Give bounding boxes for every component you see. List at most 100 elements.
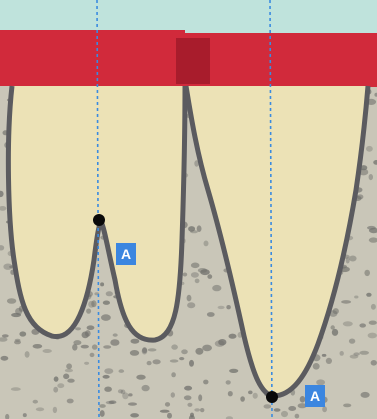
bone-speckle (253, 393, 258, 399)
bone-speckle (240, 396, 245, 402)
bone-speckle (11, 387, 21, 391)
bone-speckle (184, 386, 192, 391)
bone-speckle (203, 380, 208, 385)
bone-speckle (130, 413, 139, 417)
bone-speckle (207, 312, 215, 317)
bone-speckle (103, 375, 110, 379)
bone-speckle (84, 362, 89, 365)
bone-speckle (183, 273, 188, 277)
bone-speckle (119, 369, 125, 373)
bone-speckle (218, 339, 226, 345)
bone-speckle (106, 291, 113, 296)
label-badge-right-text: A (310, 388, 320, 404)
bone-speckle (202, 345, 212, 352)
bone-speckle (128, 393, 132, 396)
bone-speckle (53, 407, 57, 413)
bone-speckle (226, 380, 231, 384)
bone-speckle (15, 308, 22, 315)
bone-speckle (33, 400, 38, 404)
enamel-crown-right (183, 33, 377, 87)
bone-speckle (88, 301, 94, 308)
bone-speckle (7, 298, 16, 304)
bone-speckle (99, 404, 106, 408)
bone-speckle (130, 350, 139, 356)
bone-speckle (65, 369, 73, 373)
bone-speckle (147, 361, 152, 365)
bone-speckle (189, 360, 194, 367)
bone-speckle (148, 348, 157, 351)
bone-speckle (300, 396, 306, 403)
bone-speckle (82, 332, 89, 339)
bone-speckle (187, 403, 192, 407)
bone-speckle (248, 391, 253, 395)
bone-speckle (371, 304, 376, 310)
bone-speckle (313, 363, 320, 370)
bone-speckle (228, 391, 233, 396)
bone-speckle (121, 390, 126, 395)
bone-speckle (274, 408, 281, 411)
bone-speckle (43, 349, 52, 353)
bone-speckle (103, 301, 110, 305)
bone-speckle (288, 406, 296, 411)
bone-speckle (142, 348, 148, 355)
bone-speckle (86, 309, 91, 314)
bone-speckle (346, 257, 350, 263)
bone-speckle (113, 333, 118, 336)
bone-speckle (128, 402, 137, 405)
bone-speckle (359, 323, 366, 327)
bone-speckle (184, 395, 192, 400)
bone-speckle (171, 372, 176, 377)
bone-speckle (369, 321, 377, 325)
bone-speckle (67, 399, 74, 404)
bone-speckle (367, 226, 376, 230)
bone-speckle (322, 354, 327, 357)
bone-speckle (100, 282, 104, 286)
bone-speckle (75, 327, 81, 330)
bone-speckle (1, 356, 9, 361)
bone-speckle (369, 174, 373, 180)
bone-speckle (25, 351, 30, 358)
bone-speckle (100, 410, 105, 417)
bone-speckle (187, 302, 195, 308)
bone-speckle (191, 272, 199, 278)
bone-speckle (281, 411, 288, 417)
bone-speckle (104, 387, 112, 392)
bone-speckle (142, 385, 150, 391)
bone-speckle (165, 402, 170, 407)
bone-speckle (229, 334, 237, 339)
bone-speckle (359, 351, 369, 355)
enamel-joint (176, 38, 210, 84)
bone-speckle (371, 360, 377, 366)
bone-speckle (54, 376, 59, 381)
enamel-crown-left (0, 30, 185, 86)
bone-speckle (361, 392, 370, 398)
bone-speckle (340, 351, 344, 356)
enamel-band (0, 30, 377, 87)
bone-speckle (366, 293, 371, 297)
bone-speckle (207, 274, 212, 279)
bone-speckle (366, 146, 373, 152)
bone-speckle (188, 226, 195, 232)
bone-speckle (326, 358, 332, 364)
bone-speckle (36, 407, 44, 411)
bone-speckle (194, 408, 200, 411)
bone-speckle (87, 325, 95, 330)
bone-speckle (170, 359, 179, 362)
bone-speckle (195, 279, 200, 284)
bone-speckle (101, 314, 111, 321)
bone-speckle (103, 345, 111, 348)
bone-speckle (33, 344, 43, 349)
bone-speckle (131, 339, 140, 344)
bone-speckle (229, 369, 238, 373)
bone-speckle (110, 339, 119, 346)
bone-speckle (23, 413, 27, 417)
bone-speckle (212, 285, 221, 291)
bone-speckle (187, 295, 192, 302)
bone-speckle (104, 368, 113, 374)
bone-speckle (332, 329, 338, 336)
bone-speckle (53, 387, 58, 393)
bone-speckle (364, 270, 370, 276)
bone-speckle (200, 269, 210, 275)
